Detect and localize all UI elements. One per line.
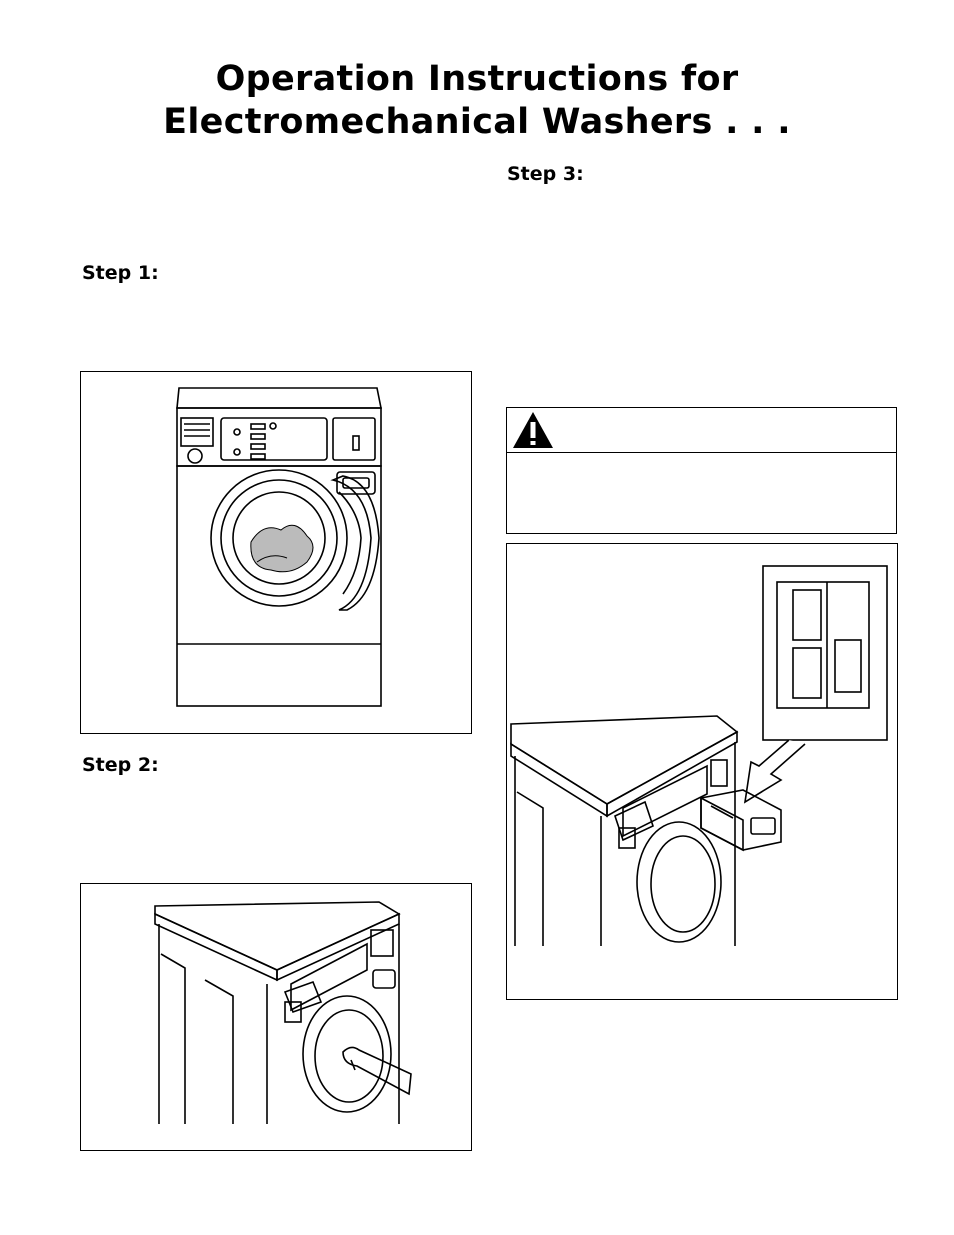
step-3-heading: Step 3: [507, 163, 584, 185]
title-line-2: Electromechanical Washers . . . [163, 102, 791, 142]
coin-drop-illustration [510, 565, 888, 946]
figure-washer-door-open [80, 371, 472, 734]
washer-front-illustration [176, 387, 382, 707]
step-1-heading: Step 1: [82, 262, 159, 284]
page-title: Operation Instructions for Electromechan… [0, 58, 954, 144]
warning-triangle-icon [509, 408, 557, 452]
figure-washer-close-door [80, 883, 472, 1151]
figure-washer-coin-drop [506, 543, 898, 1000]
title-line-1: Operation Instructions for [215, 59, 739, 99]
warning-header [507, 408, 896, 453]
step-2-heading: Step 2: [82, 754, 159, 776]
washer-angled-illustration [154, 901, 412, 1124]
warning-box [506, 407, 897, 534]
